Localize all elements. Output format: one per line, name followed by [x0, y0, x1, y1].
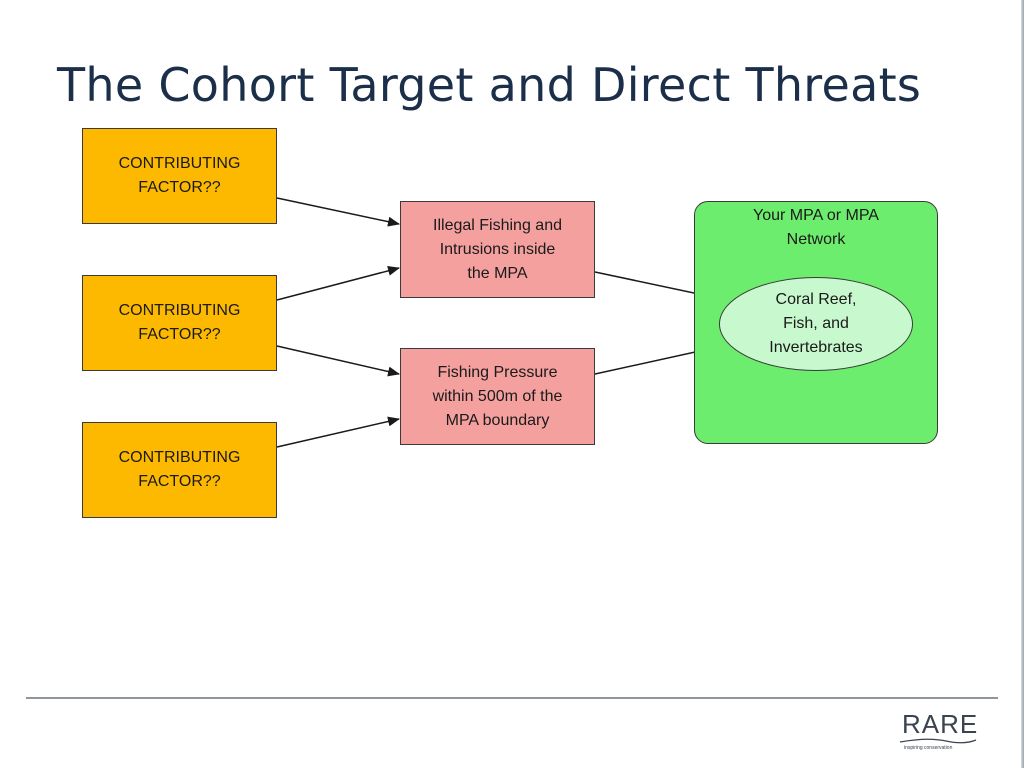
- factor-label-line: CONTRIBUTING: [118, 155, 241, 172]
- factor-label-line: CONTRIBUTING: [118, 302, 241, 319]
- arrow-factor2-to-threat2: [276, 345, 400, 377]
- scope-label-line: Network: [786, 231, 846, 248]
- arrow-factor2-to-threat1: [276, 265, 400, 301]
- factor-label-line: CONTRIBUTING: [118, 449, 241, 466]
- target-label-line: Coral Reef,: [775, 291, 857, 308]
- target-label-line: Fish, and: [783, 315, 849, 332]
- scope-label-line: Your MPA or MPA: [753, 207, 879, 224]
- threat-label-line: the MPA: [467, 264, 528, 282]
- factor-label-line: FACTOR??: [138, 179, 221, 196]
- target-label-line: Invertebrates: [769, 339, 863, 356]
- threat-label-line: MPA boundary: [445, 411, 550, 429]
- threat-label-line: Intrusions inside: [439, 240, 556, 258]
- logo-tagline: inspiring conservation: [904, 745, 953, 751]
- direct-threat-fishing-pressure: Fishing Pressure within 500m of the MPA …: [400, 348, 595, 445]
- logo-wordmark: RARE: [902, 709, 979, 739]
- contributing-factor-box: CONTRIBUTING FACTOR??: [82, 128, 277, 224]
- rare-logo: RARE inspiring conservation: [892, 708, 984, 758]
- cohort-target-ellipse: Coral Reef, Fish, and Invertebrates: [719, 277, 913, 371]
- direct-threat-illegal-fishing: Illegal Fishing and Intrusions inside th…: [400, 201, 595, 298]
- arrow-factor1-to-threat1: [276, 197, 400, 227]
- factor-label-line: FACTOR??: [138, 473, 221, 490]
- arrow-factor3-to-threat2: [276, 416, 400, 448]
- slide-title: The Cohort Target and Direct Threats: [57, 57, 922, 112]
- footer-divider: [26, 697, 998, 699]
- threat-label-line: Fishing Pressure: [437, 363, 558, 381]
- contributing-factor-box: CONTRIBUTING FACTOR??: [82, 422, 277, 518]
- mpa-scope-label: Your MPA or MPA Network: [695, 204, 937, 252]
- threat-label-line: within 500m of the: [432, 387, 563, 405]
- factor-label-line: FACTOR??: [138, 326, 221, 343]
- logo-swoosh-icon: [899, 738, 977, 744]
- threat-label-line: Illegal Fishing and: [433, 216, 562, 234]
- slide-right-edge: [1021, 0, 1024, 768]
- contributing-factor-box: CONTRIBUTING FACTOR??: [82, 275, 277, 371]
